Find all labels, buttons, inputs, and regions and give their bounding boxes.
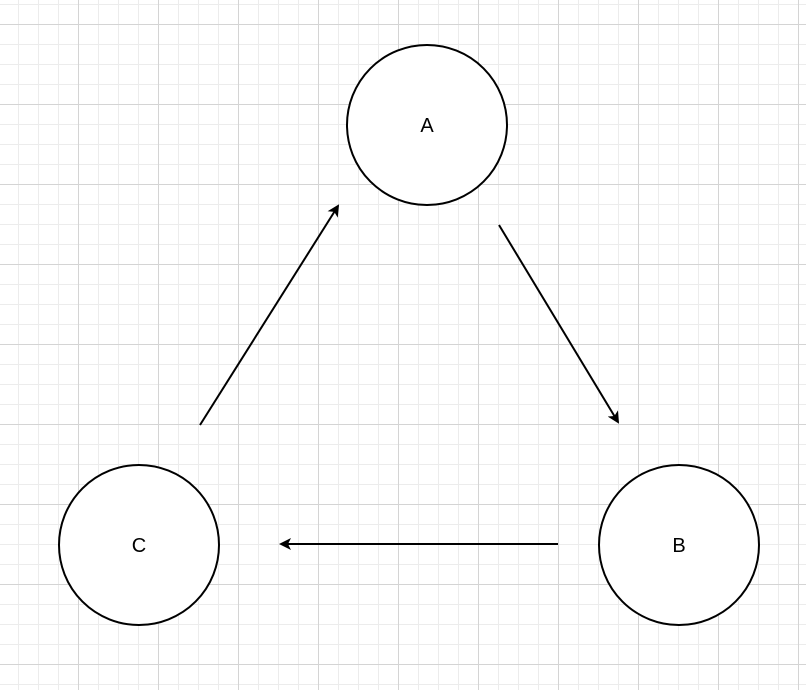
edge-c-to-a-line xyxy=(199,204,340,426)
node-c-label: C xyxy=(132,535,146,557)
node-b-label: B xyxy=(672,535,685,557)
node-c[interactable]: C xyxy=(58,464,220,626)
edge-a-to-b[interactable] xyxy=(498,224,620,424)
node-a-circle xyxy=(346,44,508,206)
node-b[interactable]: B xyxy=(598,464,760,626)
node-b-circle xyxy=(598,464,760,626)
node-a-label: A xyxy=(420,115,434,137)
edge-c-to-a[interactable] xyxy=(199,204,340,426)
node-a[interactable]: A xyxy=(346,44,508,206)
node-c-circle xyxy=(58,464,220,626)
edge-a-to-b-line xyxy=(498,224,620,424)
